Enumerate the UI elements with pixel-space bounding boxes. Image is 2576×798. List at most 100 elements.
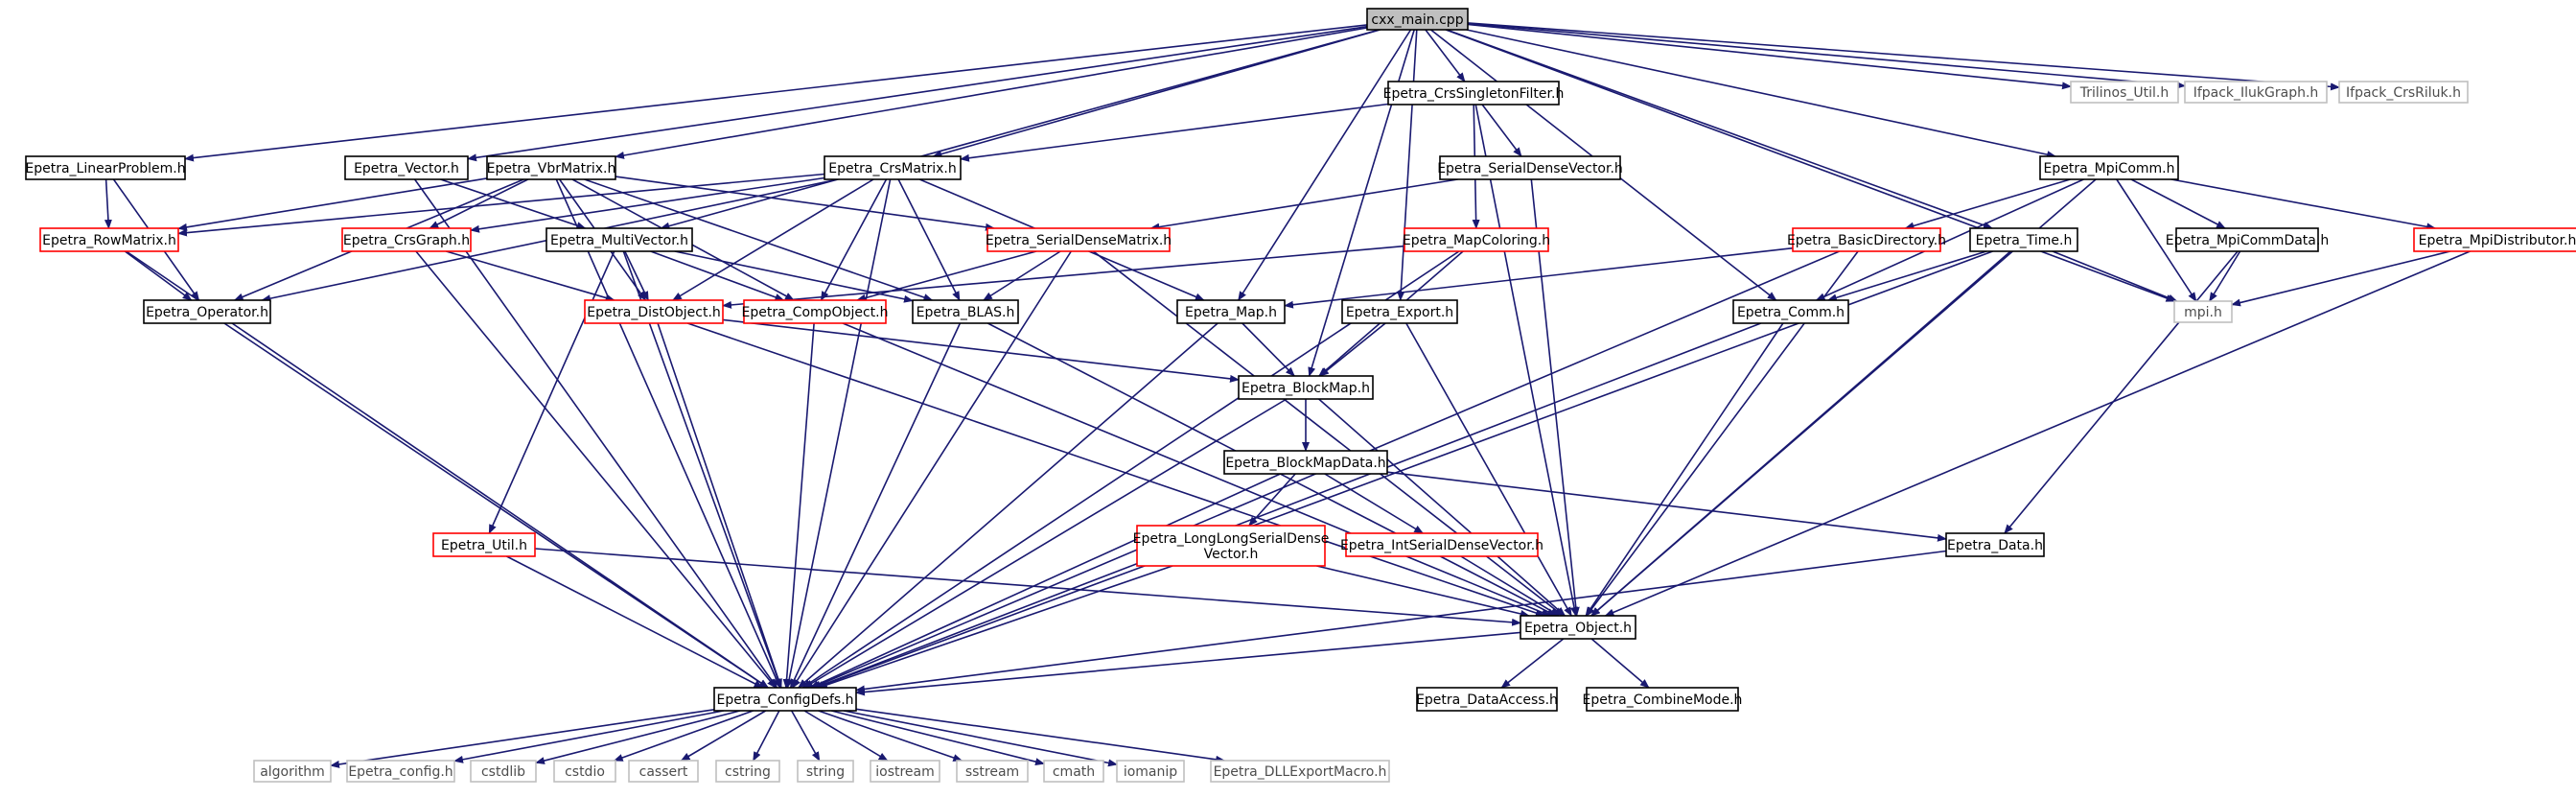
node-crsm[interactable]: Epetra_CrsMatrix.h: [824, 155, 962, 180]
edge-mpid-to-mpih: [2231, 250, 2451, 307]
node-time[interactable]: Epetra_Time.h: [1969, 227, 2078, 252]
node-label: cassert: [639, 764, 688, 780]
node-box: [553, 760, 616, 783]
node-cxx[interactable]: cxx_main.cpp: [1366, 8, 1469, 31]
node-label: Epetra_LinearProblem.h: [25, 161, 185, 176]
node-label: Epetra_CrsGraph.h: [343, 233, 470, 248]
node-map[interactable]: Epetra_Map.h: [1176, 299, 1286, 324]
edge-time-to-obj: [1590, 250, 2011, 617]
edge-sdm-to-cdefs: [792, 250, 1072, 689]
node-box: [545, 227, 693, 252]
node-isdv[interactable]: Epetra_IntSerialDenseVector.h: [1340, 532, 1543, 557]
node-cmath: cmath: [1043, 760, 1104, 783]
edge-crsm-to-cdefs: [785, 178, 892, 689]
node-mpic[interactable]: Epetra_MpiComm.h: [2039, 155, 2179, 180]
node-bmap[interactable]: Epetra_BlockMap.h: [1238, 375, 1374, 400]
node-box: [1116, 760, 1185, 783]
edge-csf-to-crsm: [960, 103, 1389, 162]
node-label: Ifpack_CrsRiluk.h: [2346, 85, 2461, 101]
node-label: Epetra_MpiComm.h: [2044, 161, 2175, 176]
node-cstdio: cstdio: [553, 760, 616, 783]
node-bmd[interactable]: Epetra_BlockMapData.h: [1223, 450, 1388, 475]
node-mv[interactable]: Epetra_MultiVector.h: [545, 227, 693, 252]
node-label: Epetra_SerialDenseVector.h: [1437, 161, 1623, 176]
node-box: [2175, 227, 2319, 252]
edge-mpic-to-comm: [1815, 178, 2084, 301]
node-data[interactable]: Epetra_Data.h: [1945, 532, 2045, 557]
node-box: [713, 687, 857, 712]
node-mapc[interactable]: Epetra_MapColoring.h: [1403, 227, 1550, 252]
edge-exp-to-obj: [1405, 322, 1572, 617]
node-mpid[interactable]: Epetra_MpiDistributor.h: [2413, 227, 2576, 252]
node-box: [143, 299, 271, 324]
node-op[interactable]: Epetra_Operator.h: [143, 299, 271, 324]
node-label: Epetra_CrsSingletonFilter.h: [1383, 86, 1565, 102]
node-crsg[interactable]: Epetra_CrsGraph.h: [341, 227, 472, 252]
node-blas[interactable]: Epetra_BLAS.h: [912, 299, 1019, 324]
node-box: [1945, 532, 2045, 557]
node-lp[interactable]: Epetra_LinearProblem.h: [25, 155, 186, 180]
node-vbr[interactable]: Epetra_VbrMatrix.h: [486, 155, 616, 180]
node-cm[interactable]: Epetra_CombineMode.h: [1583, 687, 1743, 712]
edge-bmd-to-cdefs: [809, 473, 1281, 689]
edge-cxx-to-vbr: [615, 27, 1368, 159]
edge-vbr-to-crsg: [429, 178, 529, 229]
edge-cdefs-to-iomanip: [843, 710, 1118, 767]
edge-mv-to-cdefs: [622, 250, 782, 689]
node-obj[interactable]: Epetra_Object.h: [1520, 615, 1636, 640]
node-sdv[interactable]: Epetra_SerialDenseVector.h: [1437, 155, 1623, 180]
edge-mpic-to-bd: [1904, 178, 2071, 230]
node-label: Epetra_DataAccess.h: [1416, 692, 1558, 708]
node-label: Epetra_Vector.h: [354, 161, 459, 176]
edge-cdefs-to-string: [791, 710, 821, 762]
node-util[interactable]: Epetra_Util.h: [432, 532, 536, 557]
node-rowm[interactable]: Epetra_RowMatrix.h: [39, 227, 179, 252]
node-da[interactable]: Epetra_DataAccess.h: [1416, 687, 1558, 712]
edge-cobj-to-obj: [842, 322, 1551, 617]
node-sdm[interactable]: Epetra_SerialDenseMatrix.h: [986, 227, 1172, 252]
node-label: Epetra_CompObject.h: [742, 305, 889, 320]
node-cdefs[interactable]: Epetra_ConfigDefs.h: [713, 687, 857, 712]
node-box: [432, 532, 536, 557]
edge-isdv-to-obj: [1460, 555, 1561, 617]
node-box: [824, 155, 962, 180]
node-label: cstring: [725, 764, 771, 780]
node-label: Epetra_Map.h: [1185, 305, 1277, 320]
node-label: Epetra_Object.h: [1524, 621, 1632, 636]
node-dobj[interactable]: Epetra_DistObject.h: [584, 299, 724, 324]
edge-time-to-cdefs: [815, 250, 1993, 689]
node-label: mpi.h: [2184, 305, 2222, 320]
edge-util-to-obj: [534, 548, 1521, 626]
node-label: Epetra_Operator.h: [146, 305, 268, 320]
node-vec[interactable]: Epetra_Vector.h: [344, 155, 469, 180]
edge-llsdv-to-cdefs: [817, 565, 1173, 689]
node-label: Epetra_BlockMapData.h: [1225, 456, 1385, 471]
node-box: [1792, 227, 1941, 252]
node-box: [1366, 8, 1469, 31]
edge-util-to-cdefs: [506, 555, 764, 689]
node-bd[interactable]: Epetra_BasicDirectory.h: [1787, 227, 1946, 252]
node-cobj[interactable]: Epetra_CompObject.h: [742, 299, 889, 324]
edge-crsm-to-crsg: [470, 176, 825, 233]
edge-cdefs-to-cstdio: [613, 710, 754, 762]
node-label: Epetra_BlockMap.h: [1242, 381, 1370, 396]
node-box: [2039, 155, 2179, 180]
node-string: string: [797, 760, 854, 783]
edge-cxx-to-time: [1446, 29, 1993, 229]
node-csf[interactable]: Epetra_CrsSingletonFilter.h: [1383, 81, 1565, 106]
node-exp[interactable]: Epetra_Export.h: [1341, 299, 1458, 324]
edge-crsm-to-blas: [897, 178, 961, 301]
node-cassert: cassert: [628, 760, 699, 783]
node-iig: Ifpack_IlukGraph.h: [2184, 81, 2328, 104]
edge-comm-to-cdefs: [814, 322, 1762, 689]
edge-mv-to-dobj: [624, 250, 649, 301]
node-mcd[interactable]: Epetra_MpiCommData.h: [2166, 227, 2329, 252]
node-box: [1176, 299, 1286, 324]
node-label: Epetra_DLLExportMacro.h: [1214, 764, 1387, 780]
edge-blas-to-cdefs: [789, 322, 962, 689]
node-comm[interactable]: Epetra_Comm.h: [1732, 299, 1849, 324]
node-iostream: iostream: [870, 760, 940, 783]
edge-bd-to-map: [1284, 246, 1794, 309]
